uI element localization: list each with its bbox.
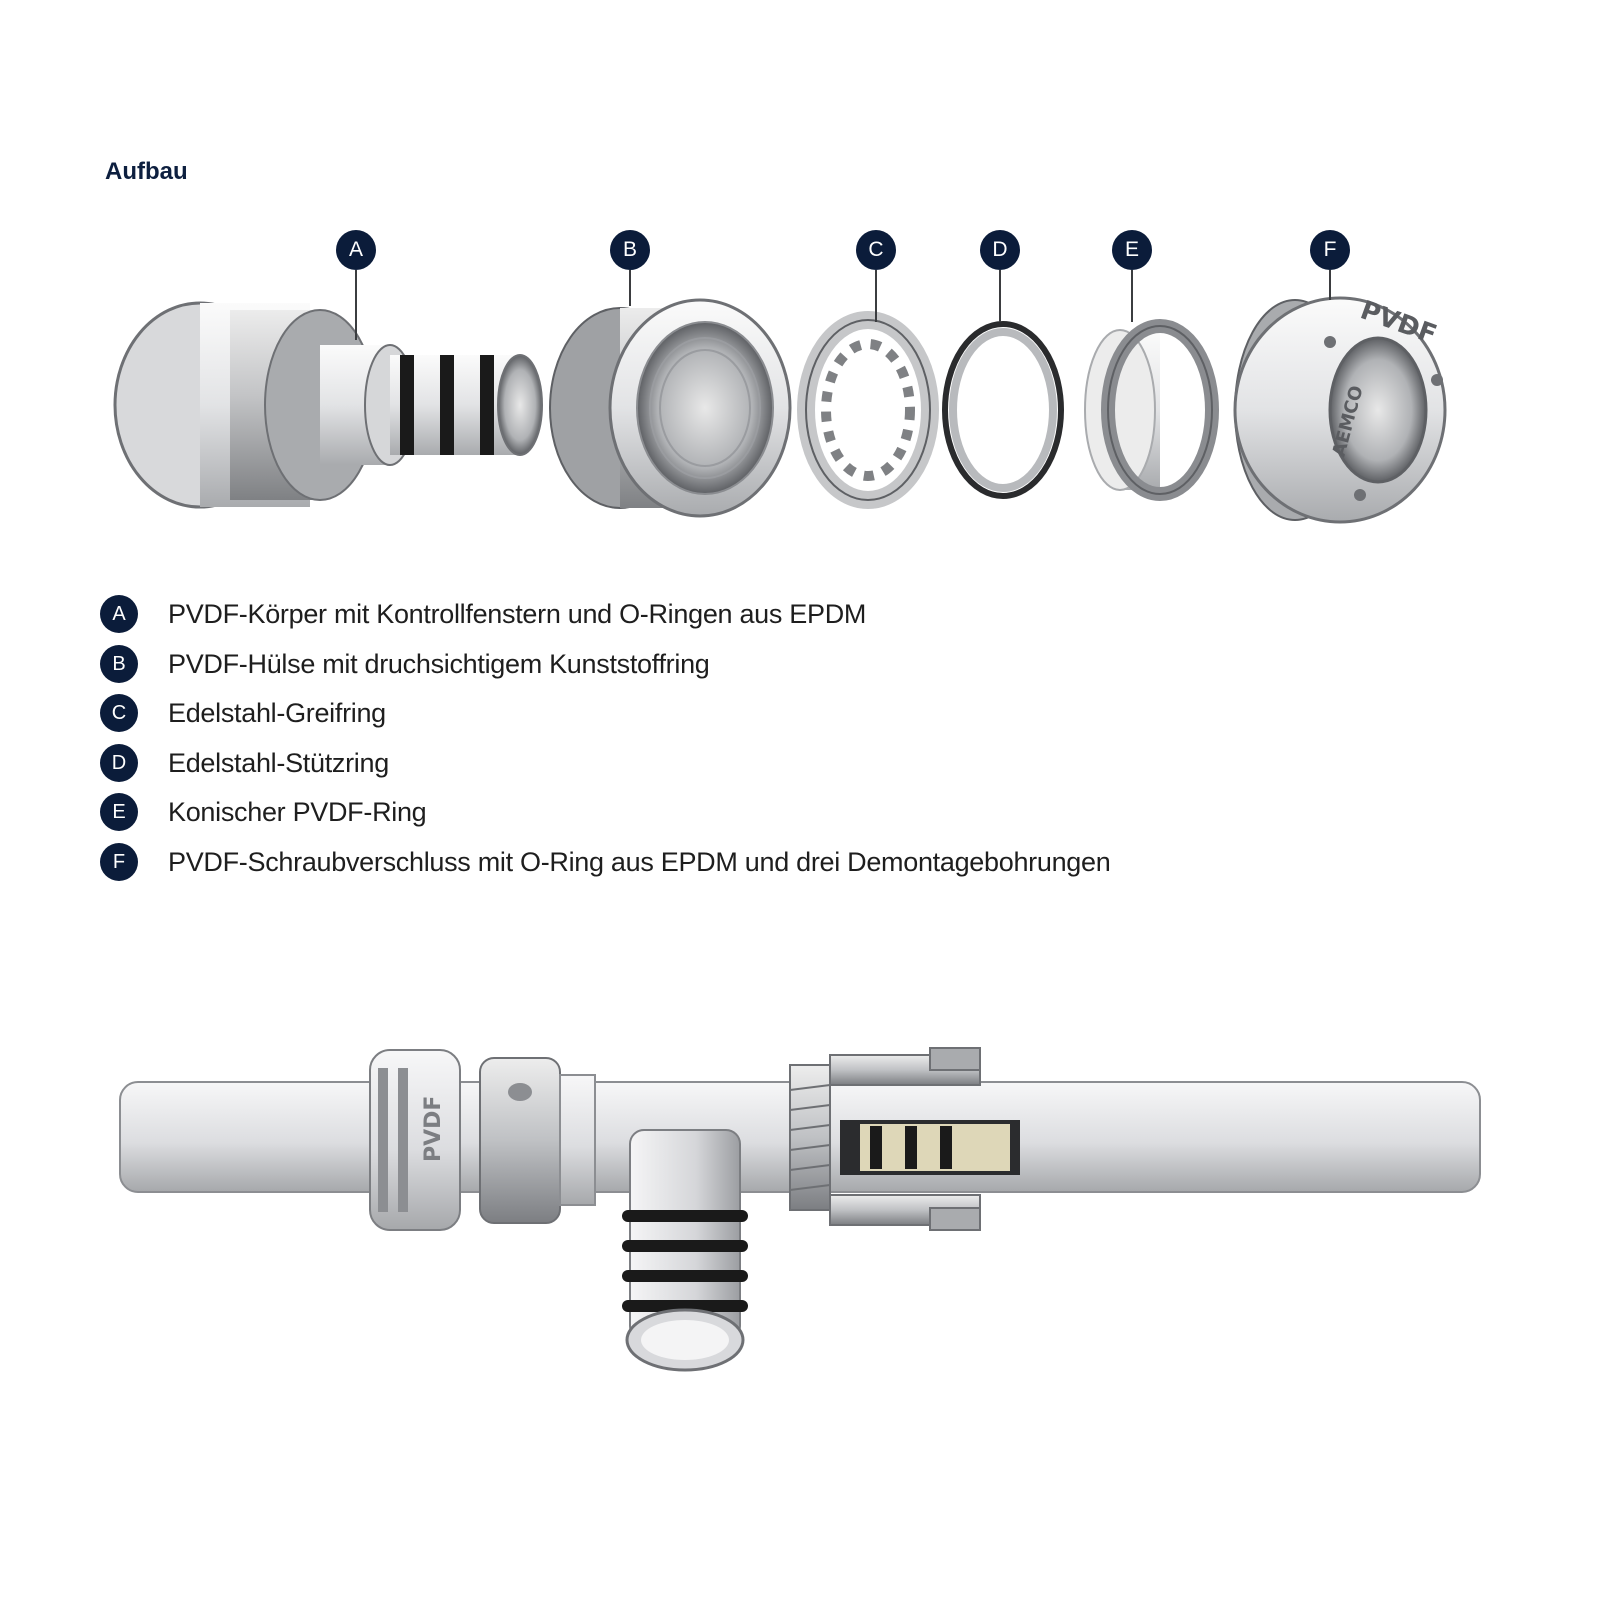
part-e-illustration: [1084, 319, 1219, 501]
callout-badge-c: C: [856, 230, 896, 270]
legend-label-b: PVDF-Hülse mit druchsichtigem Kunststoff…: [168, 648, 710, 679]
assembled-fitting-illustration: PVDF: [119, 1047, 1481, 1372]
legend-item-c: C Edelstahl-Greifring: [100, 694, 1400, 744]
legend-badge-d: D: [100, 743, 138, 782]
part-a-illustration: [113, 301, 543, 509]
legend-badge-e: E: [100, 793, 138, 831]
section-title: Aufbau: [105, 158, 188, 185]
callout-badge-a: A: [336, 230, 376, 270]
parts-legend: A PVDF-Körper mit Kontrollfenstern und O…: [100, 595, 1400, 892]
legend-item-d: D Edelstahl-Stützring: [100, 743, 1400, 794]
callout-badge-e: E: [1112, 230, 1152, 270]
part-f-illustration: PVDF AEMCO: [1233, 295, 1447, 524]
legend-badge-b: B: [100, 644, 138, 683]
legend-item-e: E Konischer PVDF-Ring: [100, 793, 1400, 843]
part-c-illustration: [797, 311, 939, 509]
legend-item-f: F PVDF-Schraubverschluss mit O-Ring aus …: [100, 842, 1400, 893]
legend-label-d: Edelstahl-Stützring: [168, 747, 389, 778]
callout-badge-f: F: [1310, 230, 1350, 270]
legend-badge-c: C: [100, 694, 138, 732]
legend-badge-a: A: [100, 595, 138, 633]
legend-item-a: A PVDF-Körper mit Kontrollfenstern und O…: [100, 595, 1400, 645]
part-b-illustration: [549, 298, 792, 518]
legend-label-a: PVDF-Körper mit Kontrollfenstern und O-R…: [168, 599, 867, 629]
leader-lines: [355, 270, 1331, 340]
callout-badge-b: B: [610, 230, 650, 270]
legend-label-c: Edelstahl-Greifring: [168, 698, 386, 728]
callout-badge-d: D: [980, 230, 1020, 270]
part-d-illustration: [942, 321, 1064, 499]
exploded-view-illustration: PVDF AEMCO: [113, 270, 1447, 524]
legend-label-f: PVDF-Schraubverschluss mit O-Ring aus EP…: [168, 846, 1111, 877]
legend-item-b: B PVDF-Hülse mit druchsichtigem Kunststo…: [100, 644, 1400, 695]
legend-badge-f: F: [100, 842, 138, 881]
legend-label-e: Konischer PVDF-Ring: [168, 797, 427, 827]
assembly-material-marking: PVDF: [421, 1096, 446, 1162]
